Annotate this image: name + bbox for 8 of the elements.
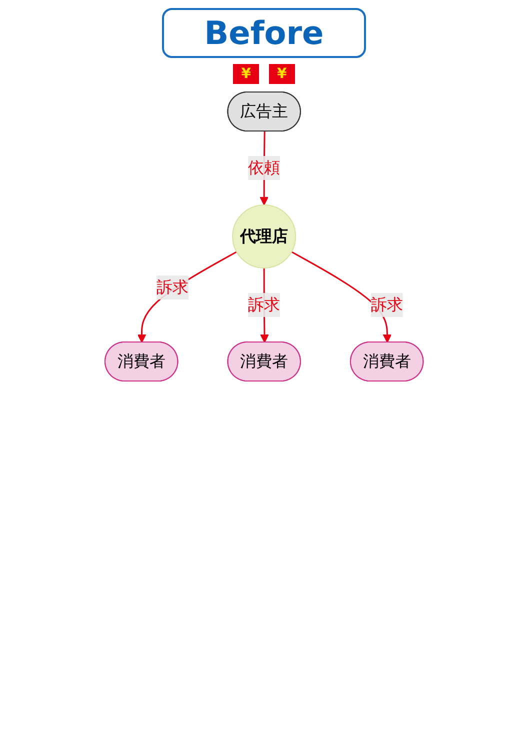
edge-label: 訴求 [248, 294, 280, 314]
arrow [137, 251, 237, 343]
edge-label: 依頼 [248, 158, 280, 177]
yen-mark: ¥ [233, 64, 259, 84]
edge-label: 訴求 [370, 294, 403, 314]
title: Before [162, 8, 366, 58]
yen-mark: ¥ [269, 64, 295, 84]
edge-label: 訴求 [156, 278, 189, 297]
